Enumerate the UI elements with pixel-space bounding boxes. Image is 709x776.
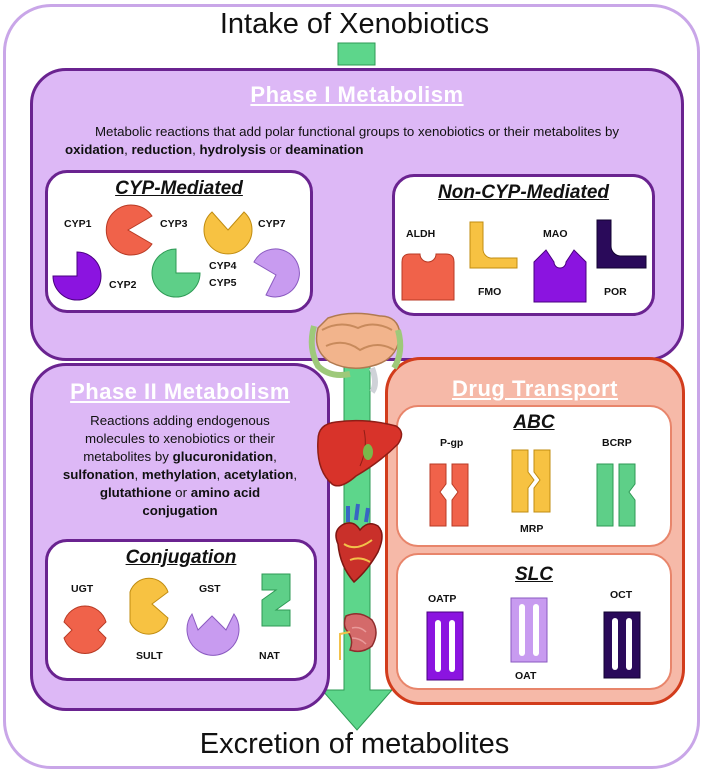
gst-label: GST xyxy=(199,583,221,595)
nat-enzyme-icon xyxy=(261,573,291,627)
phase2-description-line: sulfonation, methylation, acetylation, xyxy=(62,467,298,482)
oat-label: OAT xyxy=(515,670,537,682)
cyp7-label: CYP7 xyxy=(258,218,286,230)
cyp1-label: CYP1 xyxy=(64,218,92,230)
pgp-transporter-icon xyxy=(429,463,469,527)
conjugation-title: Conjugation xyxy=(125,547,237,568)
oatp-label: OATP xyxy=(428,593,457,605)
abc-title: ABC xyxy=(513,412,555,433)
heart-icon xyxy=(335,503,383,584)
ugt-label: UGT xyxy=(71,583,94,595)
phase2-description-line: molecules to xenobiotics or their xyxy=(85,431,275,446)
cyp4-enzyme-icon xyxy=(151,248,201,298)
gst-enzyme-icon xyxy=(186,612,240,656)
fmo-label: FMO xyxy=(478,286,502,298)
oatp-transporter-icon xyxy=(426,611,464,681)
bcrp-label: BCRP xyxy=(602,437,632,449)
por-label: POR xyxy=(604,286,627,298)
cyp5-label: CYP5 xyxy=(209,277,237,289)
phase2-description-line: metabolites by glucuronidation, xyxy=(83,449,277,464)
oct-transporter-icon xyxy=(603,611,641,679)
mao-enzyme-icon xyxy=(533,249,587,303)
cyp2-label: CYP2 xyxy=(109,279,137,291)
fmo-enzyme-icon xyxy=(469,221,518,269)
mrp-transporter-icon xyxy=(511,449,551,513)
cyp4-label: CYP4 xyxy=(209,260,237,272)
slc-title: SLC xyxy=(515,564,553,585)
diagram-title-top: Intake of Xenobiotics xyxy=(219,8,490,40)
phase2-description-line: conjugation xyxy=(142,503,218,518)
sult-label: SULT xyxy=(136,650,163,662)
oct-label: OCT xyxy=(610,589,633,601)
ugt-enzyme-icon xyxy=(63,605,107,654)
cyp-mediated-title: CYP-Mediated xyxy=(115,178,243,199)
diagram-title-bottom: Excretion of metabolites xyxy=(199,728,510,760)
phase1-heading: Phase I Metabolism xyxy=(250,82,464,107)
cyp3-enzyme-icon xyxy=(105,204,153,256)
phase2-description-line: Reactions adding endogenous xyxy=(90,413,270,428)
por-enzyme-icon xyxy=(596,219,647,269)
phase2-description: Reactions adding endogenous molecules to… xyxy=(30,412,330,520)
cyp1-enzyme-icon xyxy=(52,251,102,301)
mrp-label: MRP xyxy=(520,523,544,535)
cyp3-label: CYP3 xyxy=(160,218,188,230)
drug-transport-heading: Drug Transport xyxy=(452,376,618,401)
sult-enzyme-icon xyxy=(129,577,169,635)
phase1-description-line1: Metabolic reactions that add polar funct… xyxy=(94,124,620,139)
nat-label: NAT xyxy=(259,650,280,662)
bcrp-transporter-icon xyxy=(596,463,636,527)
aldh-enzyme-icon xyxy=(401,253,455,301)
mao-label: MAO xyxy=(543,228,568,240)
intestine-icon xyxy=(308,312,404,394)
pgp-label: P-gp xyxy=(440,437,464,449)
aldh-label: ALDH xyxy=(406,228,436,240)
cyp7-enzyme-icon xyxy=(203,211,253,255)
phase1-description-line2: oxidation, reduction, hydrolysis or deam… xyxy=(65,142,364,157)
phase2-description-line: glutathione or amino acid xyxy=(99,485,261,500)
liver-icon xyxy=(317,419,403,487)
kidney-icon xyxy=(339,613,377,660)
non-cyp-mediated-title: Non-CYP-Mediated xyxy=(438,182,609,203)
phase2-heading: Phase II Metabolism xyxy=(70,379,290,404)
cyp5-enzyme-icon xyxy=(253,248,300,298)
oat-transporter-icon xyxy=(510,597,548,663)
